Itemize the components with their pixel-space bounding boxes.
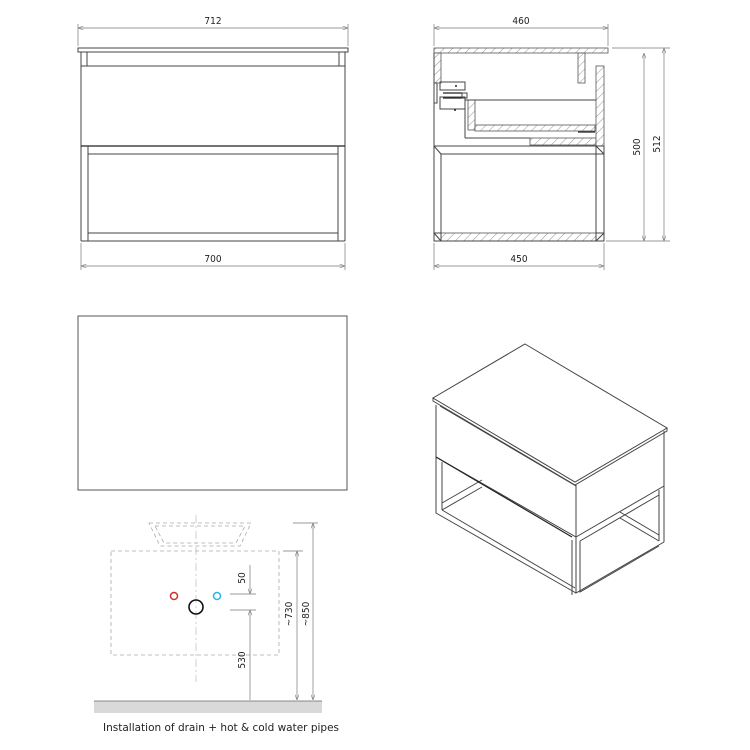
floor [94,701,322,713]
dim-850-label: ~850 [301,601,312,626]
side-section-view: 460 [433,16,670,270]
countertop-section [433,47,609,54]
top-view-outline [77,315,348,491]
cabinet-outline [110,550,280,656]
dim-500-label: 500 [632,138,643,155]
dim-530-label: 530 [237,651,248,668]
dim-712-label: 712 [204,16,221,27]
front-view: 712 700 [77,16,349,270]
cold-water-pipe-icon [212,591,222,601]
dim-730-label: ~730 [284,601,295,626]
hot-water-pipe-icon [169,591,179,601]
countertop [77,47,349,53]
dim-460-label: 460 [512,16,529,27]
isometric-view [432,343,668,595]
installation-view: 50 530 ~730 ~850 [94,515,322,713]
basin-outline [148,522,252,547]
base-frame-section [440,232,597,242]
dim-512-label: 512 [652,135,663,152]
top-view [77,315,348,491]
dim-50-label: 50 [237,572,248,584]
drain-pipe-icon [188,599,204,615]
dim-450-label: 450 [510,254,527,265]
drawer-front [80,65,346,147]
iso-countertop [432,343,668,483]
installation-caption: Installation of drain + hot & cold water… [103,722,340,734]
dim-700-label: 700 [204,254,221,265]
